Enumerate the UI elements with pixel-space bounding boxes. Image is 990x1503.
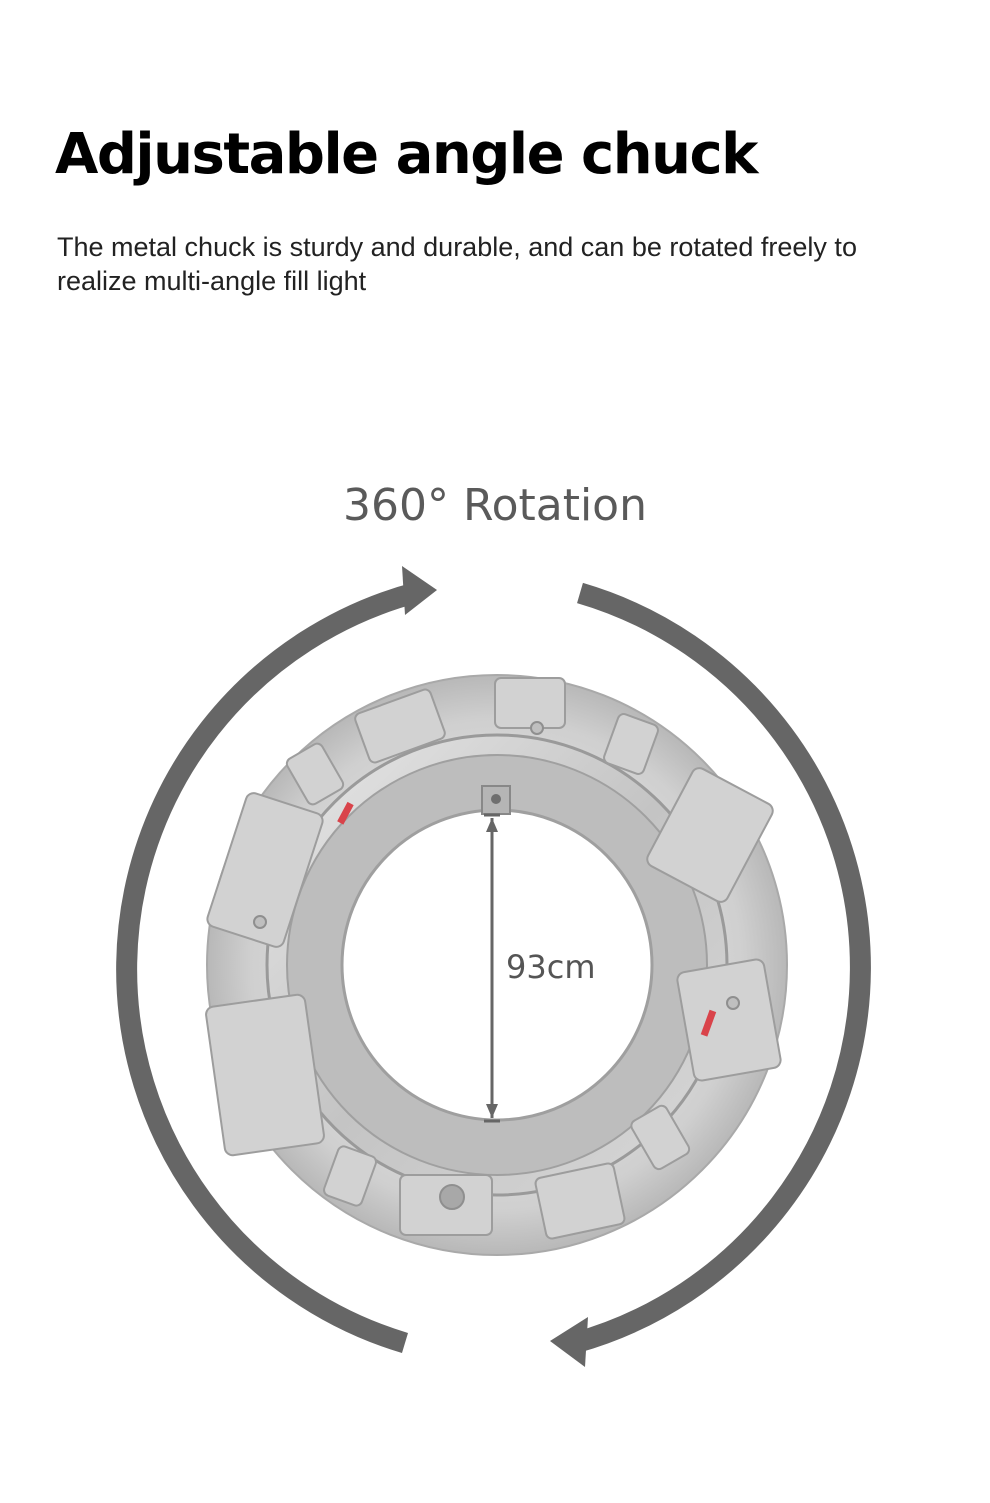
diameter-label: 93cm — [506, 948, 596, 986]
speedring-chuck — [205, 674, 788, 1256]
page-title: Adjustable angle chuck — [55, 122, 758, 187]
product-description: The metal chuck is sturdy and durable, a… — [57, 232, 857, 296]
top-arrowhead — [402, 566, 437, 615]
diameter-measure — [484, 813, 500, 1123]
left-rotation-arc — [116, 581, 421, 1354]
rotation-arrows — [116, 566, 871, 1367]
rotation-label: 360° Rotation — [343, 480, 647, 531]
right-rotation-arc — [572, 582, 871, 1354]
bottom-arrowhead — [550, 1317, 588, 1367]
